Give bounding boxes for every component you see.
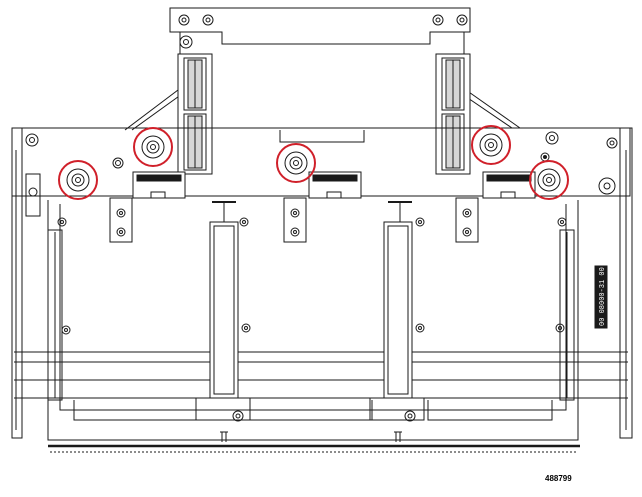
callout-circle-5 bbox=[529, 160, 569, 200]
connector-blocks bbox=[132, 171, 536, 199]
mount-brackets bbox=[57, 197, 567, 335]
vertical-connector-right bbox=[435, 53, 471, 175]
label-strip: 00 08000-31 00 bbox=[594, 265, 608, 329]
callout-circles bbox=[58, 125, 569, 200]
side-posts bbox=[47, 229, 575, 401]
ejector-lever-right bbox=[369, 201, 425, 442]
figure-id-number: 488799 bbox=[545, 474, 572, 483]
ejector-lever-left bbox=[195, 201, 251, 442]
lower-tray bbox=[14, 200, 628, 453]
vertical-connector-left bbox=[177, 53, 213, 175]
callout-circle-4 bbox=[471, 125, 511, 165]
callout-circle-2 bbox=[58, 160, 98, 200]
callout-circle-1 bbox=[133, 127, 173, 167]
label-strip-text: 00 08000-31 00 bbox=[599, 267, 607, 326]
captive-screws bbox=[66, 133, 561, 192]
callout-circle-3 bbox=[276, 143, 316, 183]
plate-fasteners bbox=[25, 131, 618, 195]
top-bracket bbox=[124, 7, 521, 131]
